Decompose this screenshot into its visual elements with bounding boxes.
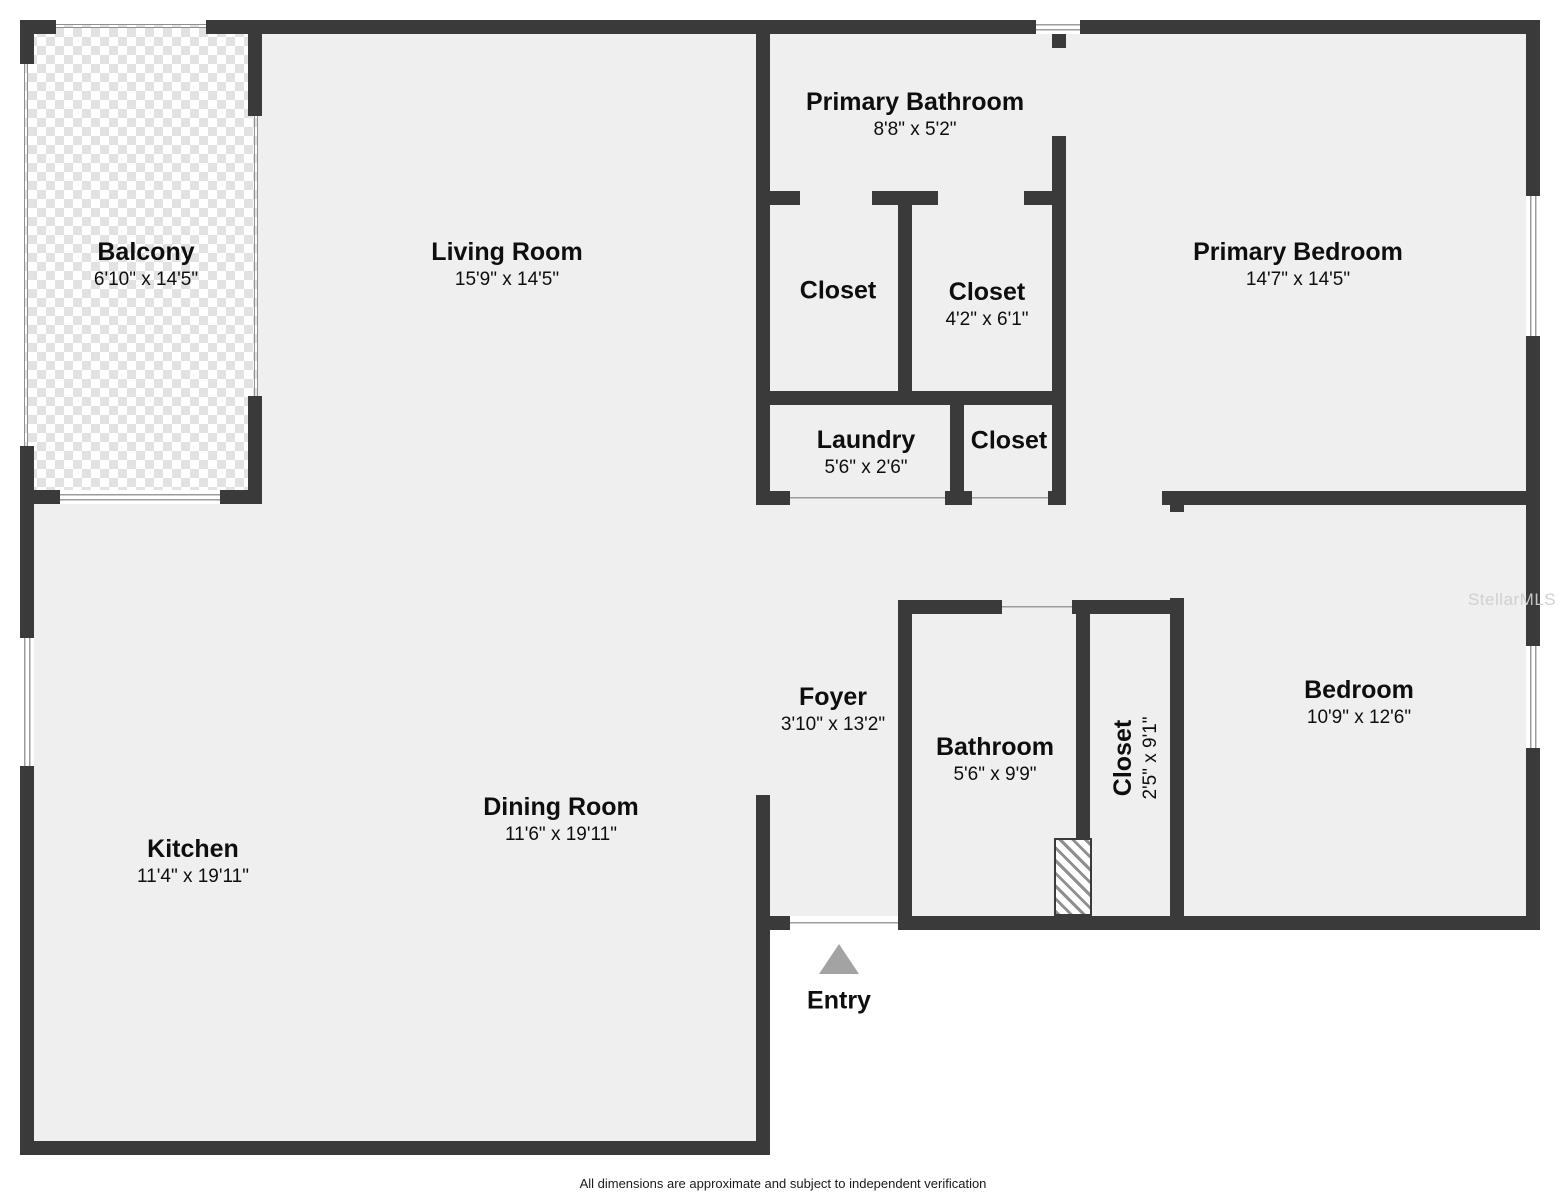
room-dims: 4'2" x 6'1" — [945, 308, 1029, 330]
door-closet-a — [800, 191, 872, 205]
door-primary-bathroom — [1052, 48, 1066, 136]
room-dims: 6'10" x 14'5" — [93, 268, 199, 290]
window-balcony-screen — [60, 490, 220, 504]
balcony-deck — [24, 24, 258, 496]
watermark: StellarMLS — [1468, 590, 1557, 609]
wall-balcony-left-lower — [20, 446, 34, 504]
wall-living-hall-divider — [756, 20, 770, 505]
wall-bathroom-left — [898, 600, 912, 930]
floor-area-upper-right — [770, 34, 1526, 491]
room-label-bedroom: Bedroom 10'9" x 12'6" — [1304, 676, 1414, 730]
room-name: Closet — [1108, 719, 1137, 797]
floor-area-mid-right — [770, 505, 1526, 916]
room-name: Living Room — [431, 237, 583, 266]
room-label-closet-c: Closet — [971, 427, 1047, 456]
room-name: Closet — [799, 276, 877, 305]
door-primary-bedroom — [1066, 491, 1162, 505]
room-label-dining-room: Dining Room 11'6" x 19'11" — [483, 793, 639, 847]
wall-primary-suite-divider — [1052, 20, 1066, 505]
footer-disclaimer: All dimensions are approximate and subje… — [579, 1176, 987, 1191]
room-label-balcony: Balcony 6'10" x 14'5" — [94, 238, 198, 292]
room-label-closet-b: Closet 4'2" x 6'1" — [945, 278, 1028, 332]
room-name: Kitchen — [147, 834, 239, 863]
room-label-primary-bathroom: Primary Bathroom 8'8" x 5'2" — [806, 88, 1024, 142]
door-closet-c — [972, 491, 1048, 505]
floor-area-passage — [756, 505, 770, 795]
wall-entry-stub — [770, 916, 790, 930]
entry-arrow-icon — [819, 944, 859, 974]
room-name: Foyer — [798, 682, 868, 711]
room-label-bathroom: Bathroom 5'6" x 9'9" — [936, 733, 1054, 787]
room-name: Bathroom — [935, 732, 1055, 761]
room-dims: 3'10" x 13'2" — [780, 713, 886, 735]
window-kitchen — [20, 638, 34, 766]
room-name: Closet — [970, 426, 1048, 455]
room-label-foyer: Foyer 3'10" x 13'2" — [781, 683, 885, 737]
wall-dining-right — [756, 795, 770, 1155]
room-dims: 11'6" x 19'11" — [505, 823, 617, 845]
room-dims: 15'9" x 14'5" — [454, 268, 560, 290]
window-bedroom — [1526, 646, 1540, 748]
window-top — [1036, 20, 1080, 34]
room-dims: 14'7" x 14'5" — [1245, 268, 1351, 290]
room-label-living-room: Living Room 15'9" x 14'5" — [431, 238, 582, 292]
room-dims: 10'9" x 12'6" — [1306, 706, 1412, 728]
wall-right — [1526, 20, 1540, 930]
room-dims: 11'4" x 19'11" — [137, 865, 249, 887]
entry-threshold — [790, 916, 898, 930]
wall-bottom-right — [898, 916, 1540, 930]
room-label-closet-a: Closet — [800, 277, 876, 306]
room-label-primary-bedroom: Primary Bedroom 14'7" x 14'5" — [1193, 238, 1403, 292]
room-dims: 5'6" x 9'9" — [953, 763, 1037, 785]
wall-bottom-left — [20, 1141, 770, 1155]
room-name: Dining Room — [483, 792, 639, 821]
room-name: Bedroom — [1304, 675, 1414, 704]
door-bathroom — [1002, 600, 1072, 614]
wall-laundry-top — [756, 391, 1066, 405]
room-name: Closet — [948, 277, 1026, 306]
room-label-closet-d: Closet 2'5" x 9'1" — [1109, 716, 1163, 799]
room-label-entry: Entry — [807, 987, 871, 1016]
wall-balcony-corner-top-left-b — [20, 20, 34, 64]
wall-top — [248, 20, 1540, 34]
room-name: Primary Bathroom — [805, 87, 1025, 116]
room-label-kitchen: Kitchen 11'4" x 19'11" — [137, 835, 249, 889]
wall-laundry-closet-divider — [950, 405, 964, 505]
utility-hatch — [1054, 838, 1092, 916]
room-dims: 5'6" x 2'6" — [824, 456, 908, 478]
room-name: Entry — [807, 986, 871, 1015]
wall-balcony-right-upper — [248, 20, 262, 116]
room-dims: 8'8" x 5'2" — [873, 118, 957, 140]
room-name: Laundry — [816, 425, 916, 454]
wall-balcony-right-lower — [248, 396, 262, 504]
room-label-laundry: Laundry 5'6" x 2'6" — [817, 426, 916, 480]
door-laundry — [790, 491, 945, 505]
door-bedroom — [1170, 512, 1184, 598]
room-name: Balcony — [97, 237, 195, 266]
room-name: Primary Bedroom — [1193, 237, 1403, 266]
wall-left — [20, 490, 34, 1155]
door-closet-b — [938, 191, 1024, 205]
wall-closet-divider — [898, 205, 912, 405]
room-dims: 2'5" x 9'1" — [1139, 716, 1161, 800]
window-primary-bedroom — [1526, 196, 1540, 336]
